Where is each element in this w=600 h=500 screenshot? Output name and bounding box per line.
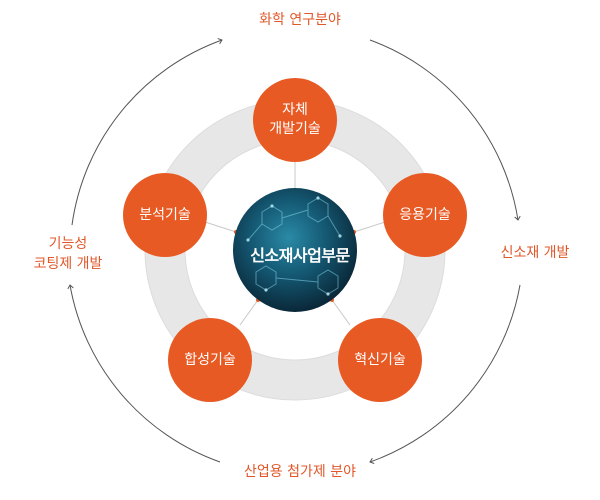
connector-lines: [204, 162, 386, 326]
center-circle: [233, 188, 357, 312]
node-label-line2: 개발기술: [269, 121, 321, 137]
center-title: 신소재사업부문: [250, 246, 350, 265]
node-label: 분석기술: [139, 206, 191, 223]
arc-top-left: [71, 38, 223, 226]
node-self-developed-tech: 자체 개발기술: [253, 78, 337, 162]
arc-bottom-left: [67, 284, 221, 463]
node-synthesis-tech: 합성기술: [168, 318, 252, 402]
node-label: 합성기술: [184, 351, 236, 368]
label-chemical-research: 화학 연구분야: [259, 12, 341, 28]
label-line2: 코팅제 개발: [33, 256, 103, 272]
node-applied-tech: 응용기술: [383, 173, 467, 257]
node-label-line1: 자체: [282, 102, 308, 118]
label-line1: 기능성: [48, 236, 88, 252]
cycle-arrows: [67, 38, 521, 464]
node-label: 혁신기술: [354, 351, 406, 368]
arc-top-right: [369, 39, 521, 221]
node-label: 응용기술: [399, 206, 451, 223]
label-functional-coating: 기능성 코팅제 개발: [18, 234, 118, 274]
node-innovation-tech: 혁신기술: [338, 318, 422, 402]
label-new-material-dev: 신소재 개발: [500, 245, 570, 261]
node-analysis-tech: 분석기술: [123, 173, 207, 257]
label-industrial-additives: 산업용 첨가제 분야: [244, 464, 356, 480]
arc-bottom-right: [369, 284, 521, 464]
